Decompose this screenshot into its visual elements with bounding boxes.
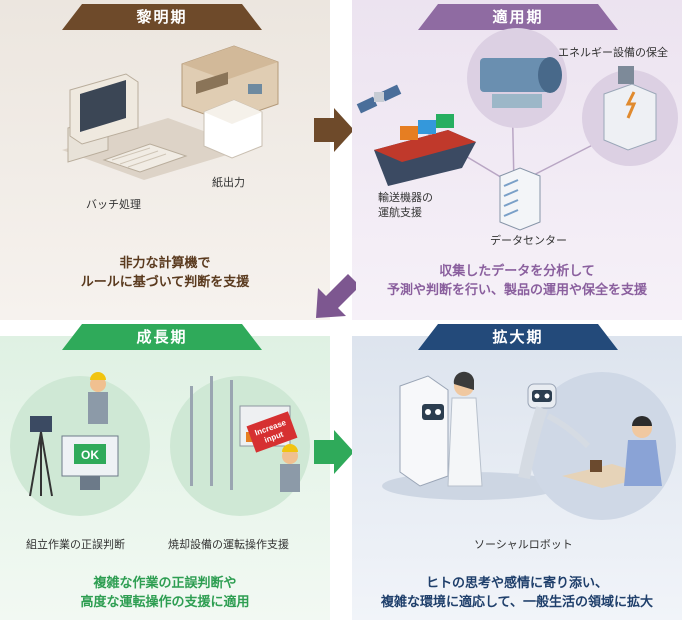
guide-robot-icon [399, 375, 449, 487]
label-energy-maintenance: エネルギー設備の保全 [558, 46, 668, 59]
keyboard-icon [102, 143, 188, 173]
reimei-illustration [62, 45, 279, 180]
desc-line-2: 高度な運転操作の支援に適用 [80, 595, 250, 610]
phase-tekiyo-title: 適用期 [418, 4, 618, 30]
desc-line-1: 非力な計算機で [119, 256, 211, 271]
satellite-icon [356, 84, 402, 114]
camera-tripod-icon [29, 416, 53, 497]
label-datacenter: データセンター [490, 234, 567, 247]
arrow-down-left-purple-icon [316, 274, 356, 318]
label-assembly-judgement: 組立作業の正誤判断 [26, 538, 125, 551]
phase-seicho-description: 複雑な作業の正誤判断や 高度な運転操作の支援に適用 [0, 574, 330, 612]
desc-line-2: ルールに基づいて判断を支援 [80, 275, 250, 290]
label-incinerator-support: 焼却設備の運転操作支援 [168, 538, 289, 551]
datacenter-icon [499, 167, 541, 231]
tekiyo-illustration [356, 28, 678, 231]
arrow-right-green-icon [314, 430, 354, 474]
kakudai-illustration [382, 371, 676, 520]
ok-sign-text: OK [81, 448, 99, 462]
humanoid-robot-icon [518, 383, 591, 480]
desc-line-1: 収集したデータを分析して [439, 264, 595, 279]
label-paper-output: 紙出力 [212, 176, 245, 189]
label-batch-processing: バッチ処理 [86, 198, 141, 211]
desc-line-2: 複雑な環境に適応して、一般生活の領域に拡大 [381, 595, 653, 610]
phase-seicho-title: 成長期 [62, 324, 262, 350]
desc-line-1: ヒトの思考や感情に寄り添い、 [425, 576, 608, 591]
phase-tekiyo-description: 収集したデータを分析して 予測や判断を行い、製品の運用や保全を支援 [352, 262, 682, 300]
increase-input-sign: Increase input [246, 411, 298, 453]
phase-reimei-description: 非力な計算機で ルールに基づいて判断を支援 [0, 254, 330, 292]
seicho-illustration: OK Increase input [10, 372, 310, 516]
arrow-right-brown-icon [314, 108, 354, 152]
phase-kakudai-title: 拡大期 [418, 324, 618, 350]
desc-line-1: 複雑な作業の正誤判断や [93, 576, 237, 591]
phase-reimei-title: 黎明期 [62, 4, 262, 30]
label-social-robot: ソーシャルロボット [474, 538, 573, 551]
label-transport-line-2: 運航支援 [378, 206, 422, 219]
label-transport-line-1: 輸送機器の [378, 191, 433, 204]
phase-kakudai-description: ヒトの思考や感情に寄り添い、 複雑な環境に適応して、一般生活の領域に拡大 [352, 574, 682, 612]
desc-line-2: 予測や判断を行い、製品の運用や保全を支援 [386, 283, 647, 298]
label-transport-support: 輸送機器の 運航支援 [378, 190, 433, 220]
